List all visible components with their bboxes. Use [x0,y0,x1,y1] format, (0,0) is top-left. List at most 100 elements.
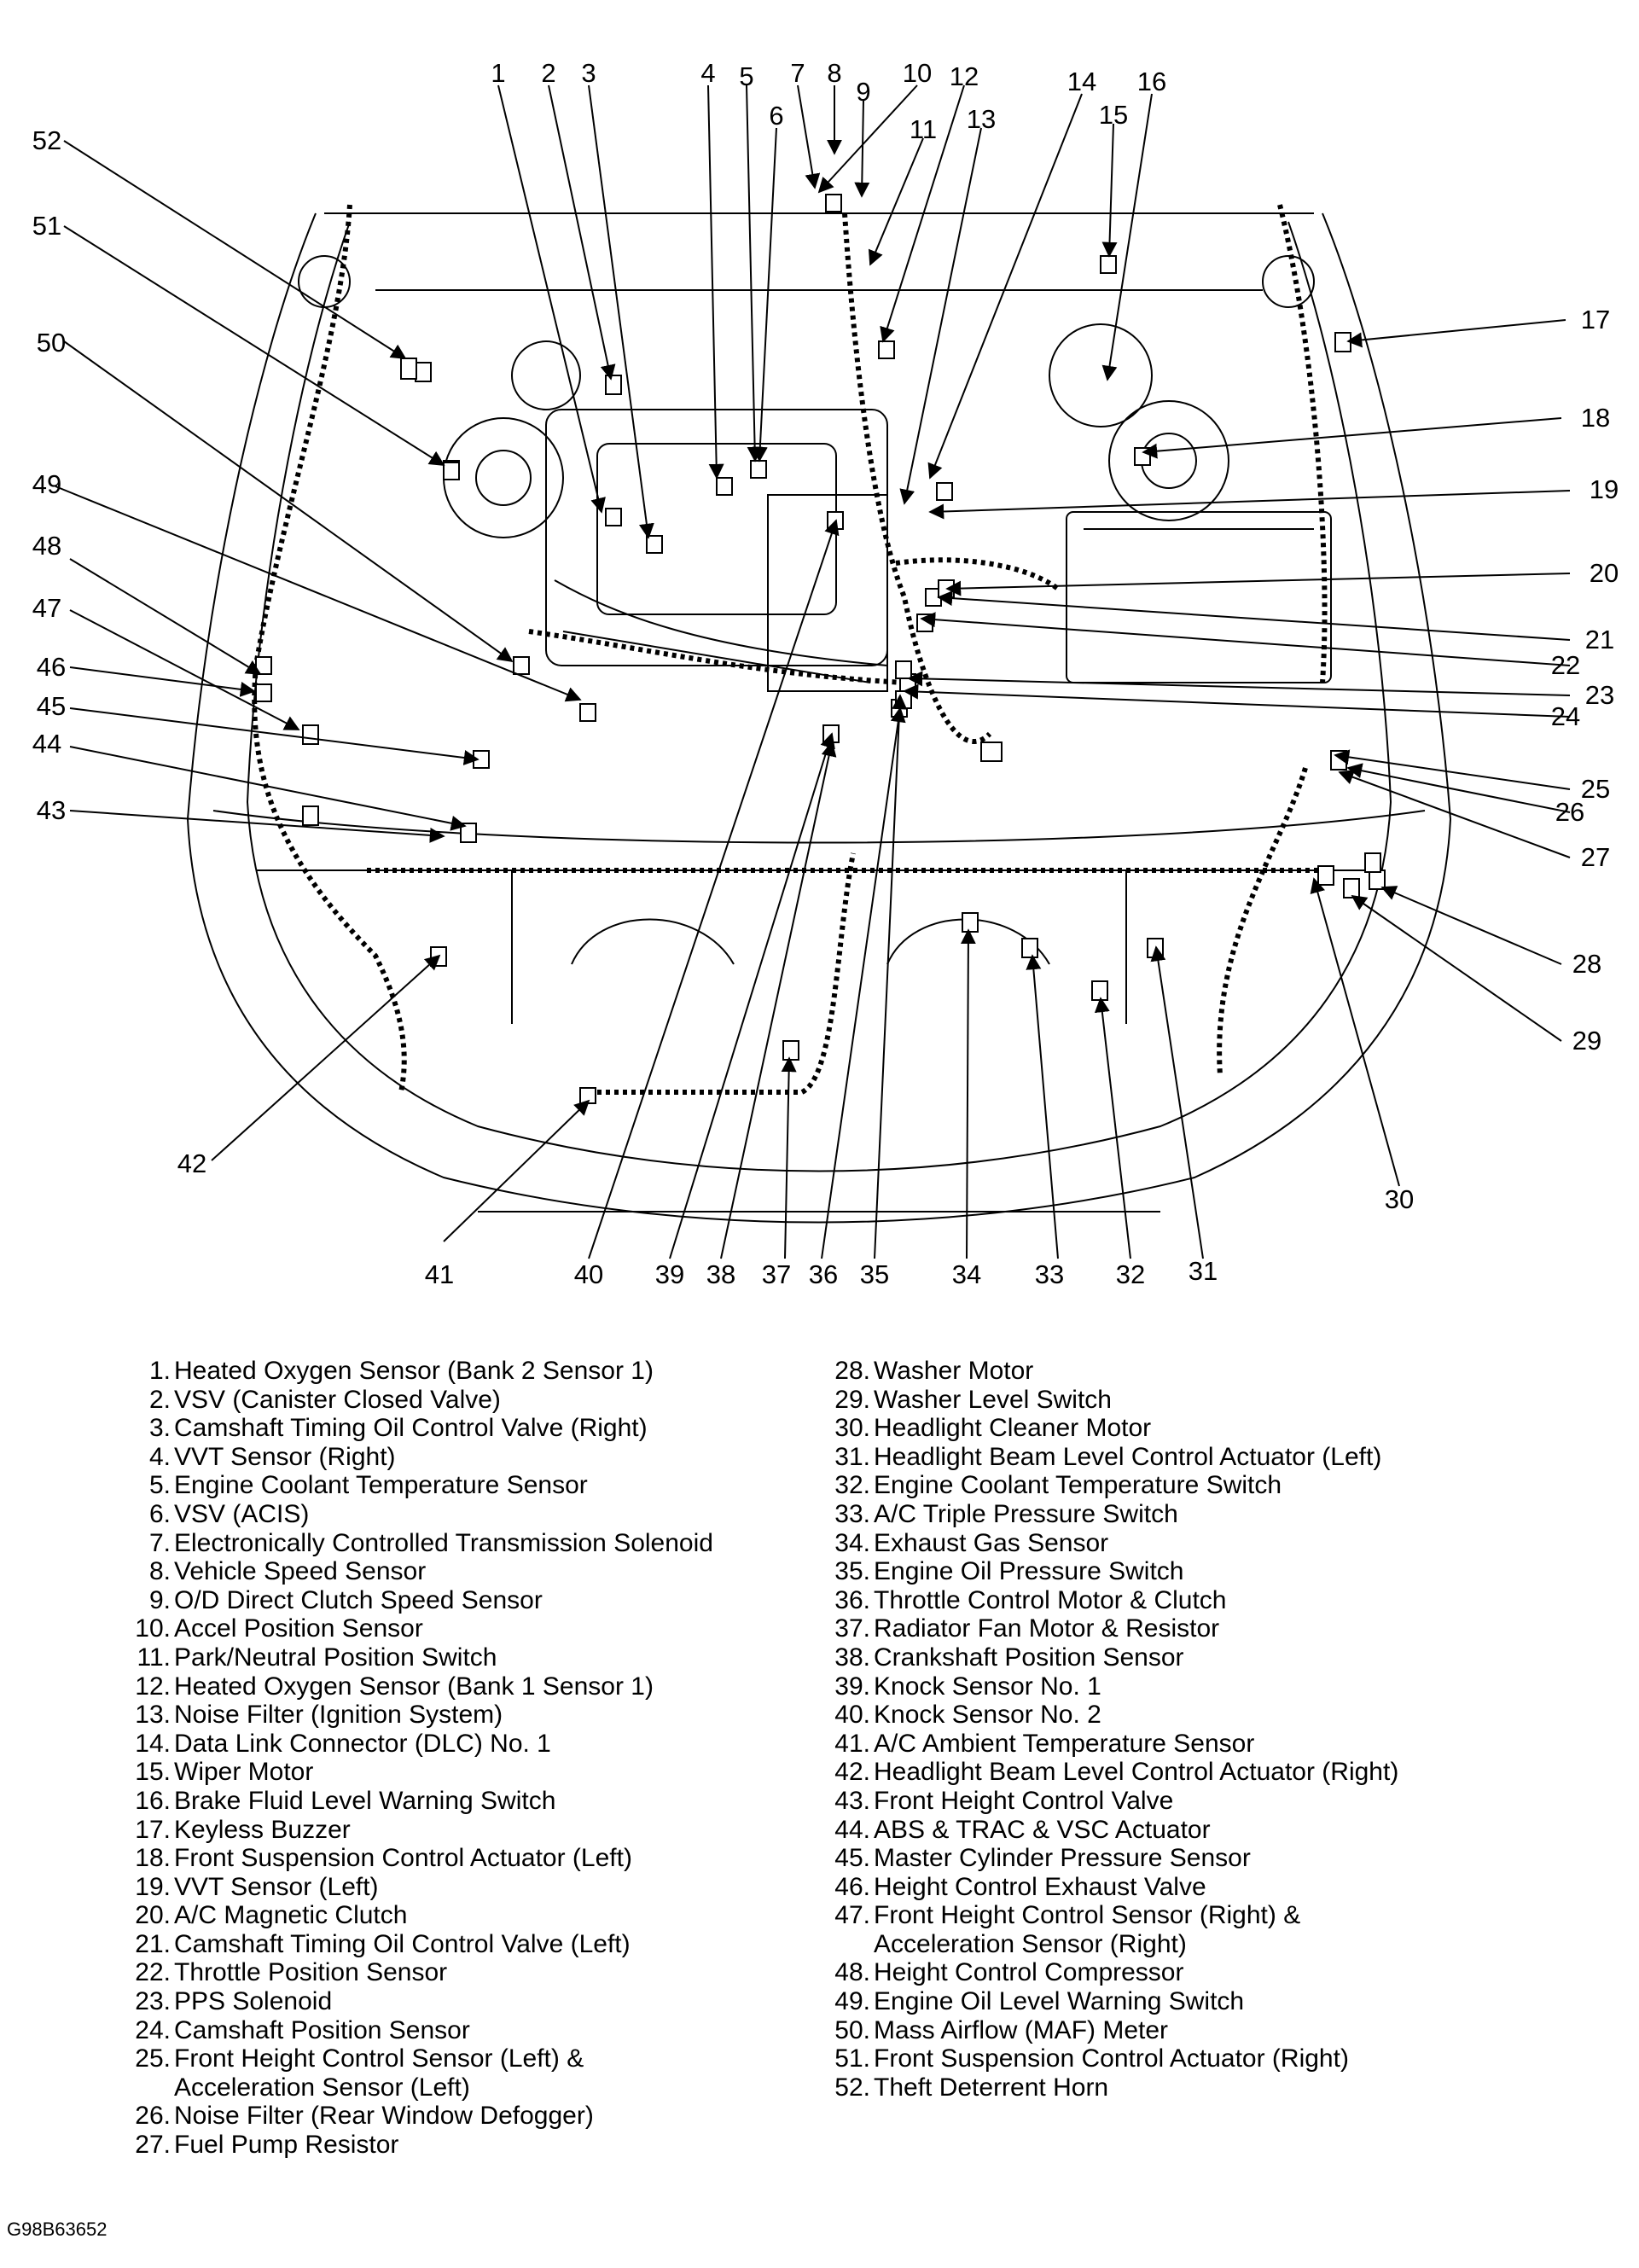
legend-item-label: Radiator Fan Motor & Resistor [874,1614,1220,1643]
legend-item-number: 16. [135,1786,171,1815]
legend-left-column: 1.Heated Oxygen Sensor (Bank 2 Sensor 1)… [119,1357,713,2160]
legend-item: 44.ABS & TRAC & VSC Actuator [819,1816,1398,1845]
legend-item: 33.A/C Triple Pressure Switch [819,1500,1398,1529]
callout-50: 50 [37,328,66,358]
legend-item-label: Height Control Compressor [874,1958,1184,1987]
legend-item: 10.Accel Position Sensor [119,1614,713,1643]
legend-item: 12.Heated Oxygen Sensor (Bank 1 Sensor 1… [119,1672,713,1701]
legend-item-number: 28. [834,1357,870,1385]
legend-item-number: 8. [148,1557,171,1586]
legend-item-number: 14. [135,1729,171,1758]
callout-8: 8 [827,58,841,88]
callout-3: 3 [581,58,596,88]
legend-item-label: Knock Sensor No. 1 [874,1672,1101,1701]
legend-item-label: Knock Sensor No. 2 [874,1701,1101,1730]
legend-item-label: Front Height Control Sensor (Right) & Ac… [874,1901,1301,1958]
legend-item-number: 24. [135,2015,171,2044]
legend-item: 29.Washer Level Switch [819,1386,1398,1415]
callout-32: 32 [1116,1259,1145,1289]
legend-item-label: Mass Airflow (MAF) Meter [874,2015,1169,2044]
legend-item-number: 26. [135,2102,171,2131]
legend-item: 7.Electronically Controlled Transmission… [119,1529,713,1558]
legend-item: 15.Wiper Motor [119,1758,713,1787]
callout-37: 37 [762,1259,791,1289]
legend-item-label: A/C Magnetic Clutch [174,1901,408,1930]
legend-item-number: 33. [834,1499,870,1528]
connectors [255,194,1386,1104]
legend-item: 34.Exhaust Gas Sensor [819,1529,1398,1558]
legend-item: 2.VSV (Canister Closed Valve) [119,1386,713,1415]
legend-item: 11.Park/Neutral Position Switch [119,1643,713,1672]
legend-item: 36.Throttle Control Motor & Clutch [819,1586,1398,1615]
legend-item: 3.Camshaft Timing Oil Control Valve (Rig… [119,1414,713,1443]
legend-item: 46.Height Control Exhaust Valve [819,1873,1398,1902]
legend-item: 6.VSV (ACIS) [119,1500,713,1529]
callout-30: 30 [1385,1184,1414,1214]
legend-item-number: 25. [135,2044,171,2073]
legend-item: 49.Engine Oil Level Warning Switch [819,1987,1398,2016]
legend-item-label: Headlight Cleaner Motor [874,1414,1152,1443]
legend-item-label: Camshaft Position Sensor [174,2015,470,2044]
legend-item-number: 37. [834,1614,870,1643]
legend-item-label: Washer Level Switch [874,1385,1112,1414]
callout-5: 5 [739,61,753,91]
legend-item: 5.Engine Coolant Temperature Sensor [119,1471,713,1500]
callout-45: 45 [37,691,66,721]
legend-item-label: Front Height Control Sensor (Left) & Acc… [174,2044,584,2102]
legend-item-number: 1. [148,1357,171,1385]
legend-item-number: 13. [135,1701,171,1730]
legend-item: 41.A/C Ambient Temperature Sensor [819,1730,1398,1759]
legend-item-number: 19. [135,1872,171,1901]
legend-item-number: 21. [135,1929,171,1958]
legend-item-number: 23. [135,1987,171,2016]
legend-item-label: Fuel Pump Resistor [174,2131,399,2160]
legend-item-number: 46. [834,1872,870,1901]
legend-item-number: 18. [135,1844,171,1873]
legend-item-label: PPS Solenoid [174,1987,333,2016]
legend-item-label: Heated Oxygen Sensor (Bank 2 Sensor 1) [174,1357,654,1385]
legend-item-number: 38. [834,1643,870,1672]
legend-item-label: Wiper Motor [174,1758,314,1787]
legend-item-number: 17. [135,1815,171,1844]
legend-item: 8.Vehicle Speed Sensor [119,1557,713,1586]
callout-16: 16 [1137,67,1166,96]
legend-item-number: 22. [135,1958,171,1987]
legend-item-label: Front Suspension Control Actuator (Right… [874,2044,1349,2073]
callout-4: 4 [700,58,715,88]
legend-item: 52.Theft Deterrent Horn [819,2073,1398,2102]
legend-item: 37.Radiator Fan Motor & Resistor [819,1614,1398,1643]
callout-7: 7 [790,58,805,88]
legend-item-label: Accel Position Sensor [174,1614,423,1643]
legend-item-number: 6. [148,1499,171,1528]
legend-item: 47.Front Height Control Sensor (Right) &… [819,1901,1398,1958]
callout-29: 29 [1572,1026,1601,1055]
legend-item-label: Noise Filter (Ignition System) [174,1701,503,1730]
callout-9: 9 [856,77,870,107]
legend-item-label: Keyless Buzzer [174,1815,351,1844]
legend-item-label: Brake Fluid Level Warning Switch [174,1786,556,1815]
callout-17: 17 [1581,305,1610,334]
callout-48: 48 [32,531,61,561]
legend-item-number: 42. [834,1758,870,1787]
legend-item-label: VVT Sensor (Left) [174,1872,379,1901]
leader-lines [55,84,1571,1259]
callout-18: 18 [1581,403,1610,433]
callout-51: 51 [32,211,61,241]
callout-28: 28 [1572,949,1601,979]
legend-item-number: 39. [834,1672,870,1701]
legend-item: 22.Throttle Position Sensor [119,1958,713,1987]
callout-23: 23 [1585,680,1614,710]
legend-item: 25.Front Height Control Sensor (Left) & … [119,2044,713,2102]
strut-tower-left [1049,255,1315,521]
callout-35: 35 [860,1259,889,1289]
legend-item-label: O/D Direct Clutch Speed Sensor [174,1585,543,1614]
legend-item-label: Park/Neutral Position Switch [174,1643,497,1672]
legend-item-number: 20. [135,1901,171,1930]
legend-item-number: 50. [834,2015,870,2044]
callout-22: 22 [1551,650,1580,680]
legend-item-label: Crankshaft Position Sensor [874,1643,1184,1672]
callout-38: 38 [706,1259,735,1289]
legend-item-label: Noise Filter (Rear Window Defogger) [174,2102,594,2131]
legend-item-label: Theft Deterrent Horn [874,2073,1109,2102]
legend-item: 13.Noise Filter (Ignition System) [119,1701,713,1730]
